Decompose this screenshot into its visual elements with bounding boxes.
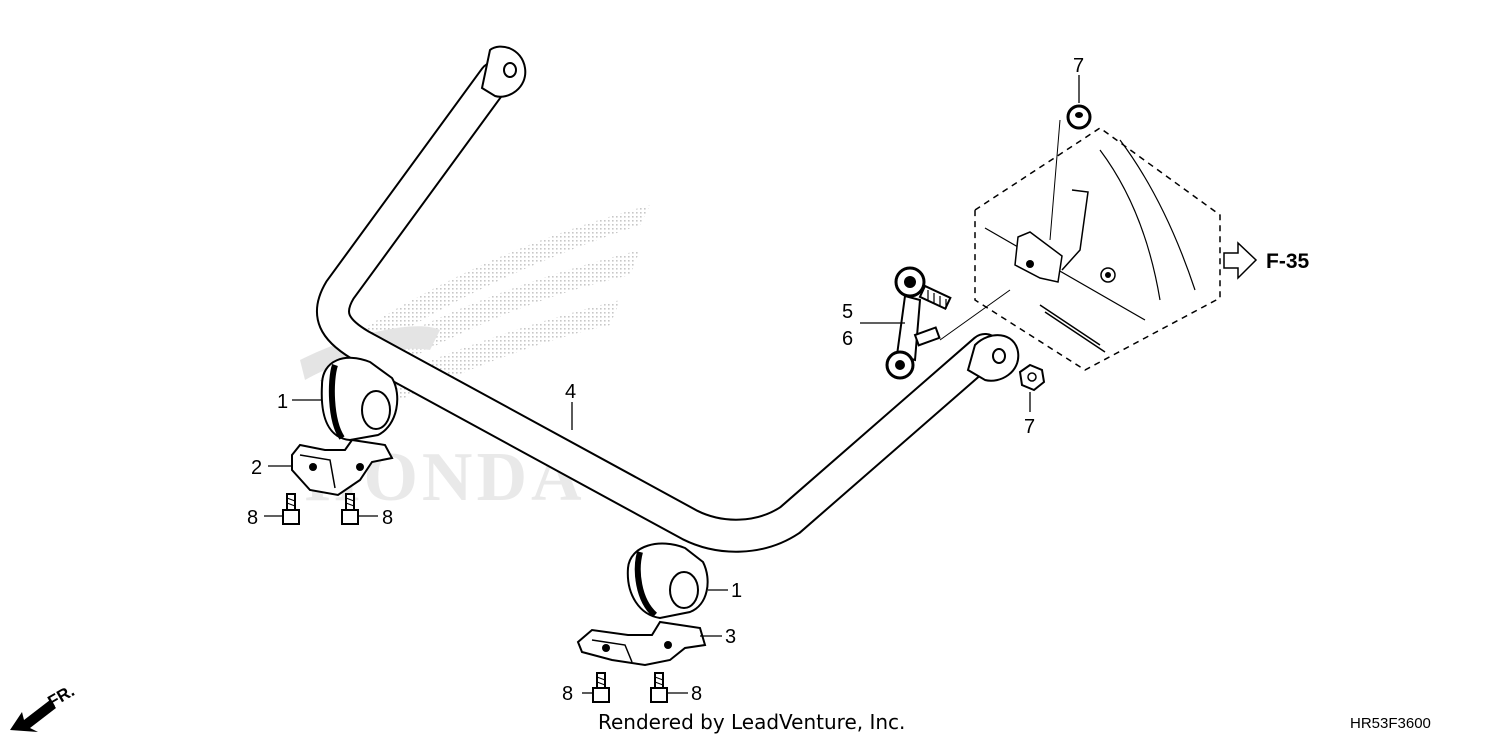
bolt-8-left-b[interactable]	[341, 493, 359, 525]
reference-arrow-f35[interactable]: F-35	[1223, 241, 1310, 280]
callout-3: 3	[725, 626, 736, 648]
stabilizer-bar[interactable]	[316, 45, 1020, 553]
bushing-left[interactable]	[320, 356, 399, 442]
bolt-8-bottom-a[interactable]	[592, 672, 610, 703]
stabilizer-link[interactable]	[885, 266, 1011, 380]
rendered-by-credit: Rendered by LeadVenture, Inc.	[598, 710, 906, 734]
bolt-8-left-a[interactable]	[282, 493, 300, 525]
callout-6: 6	[842, 328, 853, 350]
callout-8-d: 8	[691, 683, 702, 705]
leader-lines	[264, 75, 1080, 694]
callout-1-left: 1	[277, 391, 288, 413]
bolt-8-bottom-b[interactable]	[650, 672, 668, 703]
diagram-code: HR53F3600	[1350, 715, 1431, 732]
callout-2: 2	[251, 457, 262, 479]
nut-7-top[interactable]	[1049, 104, 1092, 241]
holder-part-2[interactable]	[291, 438, 394, 497]
frame-area	[974, 127, 1221, 371]
callout-8-b: 8	[382, 507, 393, 529]
bushing-bottom[interactable]	[626, 542, 709, 620]
reference-label-f35: F-35	[1266, 250, 1310, 273]
holder-part-3[interactable]	[576, 620, 707, 667]
callout-7-mid: 7	[1024, 416, 1035, 438]
callout-4: 4	[565, 381, 576, 403]
nut-7-mid[interactable]	[1018, 363, 1046, 392]
callout-1-bottom: 1	[731, 580, 742, 602]
callout-8-c: 8	[562, 683, 573, 705]
callout-8-a: 8	[247, 507, 258, 529]
callout-7-top: 7	[1073, 55, 1084, 77]
callout-5: 5	[842, 301, 853, 323]
front-direction-arrow: FR.	[10, 681, 78, 732]
